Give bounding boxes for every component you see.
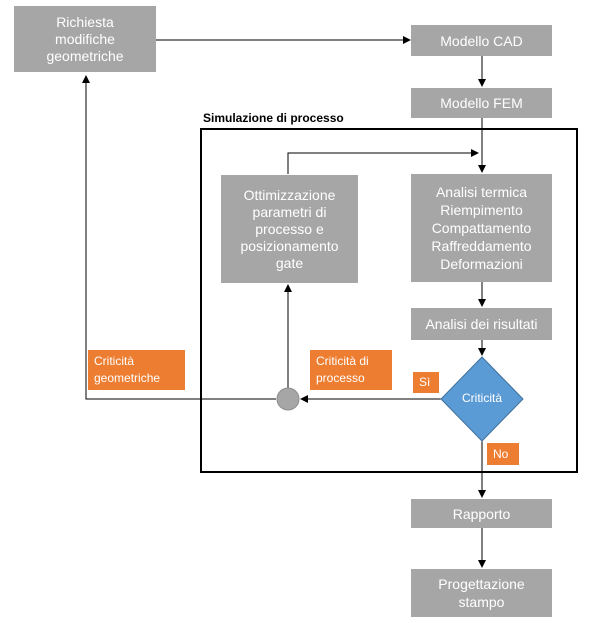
node-criticita-label: Criticità [461,391,502,405]
node-richiesta-modifiche-label: Richiesta modifiche geometriche [46,13,124,64]
node-progettazione-stampo-label: Progettazione stampo [438,576,525,610]
node-rapporto: Rapporto [411,499,552,528]
criticita-decision-shape [440,356,524,442]
edge-junction-to-richiesta [82,75,276,400]
node-richiesta-modifiche: Richiesta modifiche geometriche [14,6,156,72]
label-criticita-geometriche: Criticità geometriche [88,350,185,390]
label-no: No [487,443,519,465]
node-ottimizzazione-label: Ottimizzazione parametri di processo e p… [240,186,339,271]
edge-ottimizzazione-to-analisi [287,149,479,174]
node-modello-fem-label: Modello FEM [440,95,523,111]
simulation-group-label: Simulazione di processo [203,111,344,125]
node-progettazione-stampo: Progettazione stampo [411,569,552,617]
node-analisi-risultati-label: Analisi dei risultati [425,316,538,332]
node-modello-fem: Modello FEM [411,88,552,118]
node-modello-cad: Modello CAD [411,25,552,56]
label-si: Sì [413,372,439,393]
node-rapporto-label: Rapporto [452,505,511,522]
node-analisi-risultati: Analisi dei risultati [411,308,552,340]
node-analisi-termica: Analisi termica Riempimento Compattament… [411,174,552,282]
label-criticita-processo: Criticità di processo [310,350,392,390]
node-analisi-termica-label: Analisi termica Riempimento Compattament… [431,184,532,272]
node-ottimizzazione: Ottimizzazione parametri di processo e p… [221,175,358,283]
merge-junction [276,387,300,411]
node-modello-cad-label: Modello CAD [440,32,523,49]
simulation-group-frame [200,128,578,473]
